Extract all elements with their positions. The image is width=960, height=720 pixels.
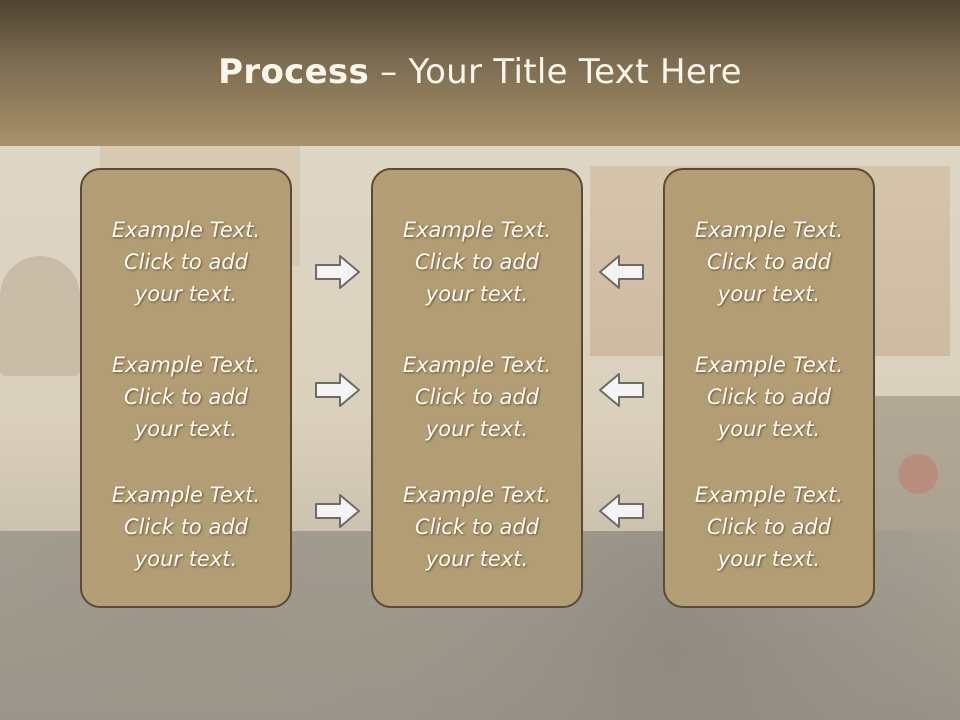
arrow-right-icon[interactable]: [314, 371, 362, 409]
text-line: your text.: [134, 417, 238, 441]
text-line: Example Text.: [402, 218, 552, 242]
arrow-left-icon[interactable]: [597, 371, 645, 409]
text-line: your text.: [717, 282, 821, 306]
text-placeholder[interactable]: Example Text. Click to add your text.: [373, 349, 581, 445]
title-bold: Process: [218, 52, 370, 92]
arrow-left-icon[interactable]: [597, 492, 645, 530]
text-placeholder[interactable]: Example Text. Click to add your text.: [373, 214, 581, 310]
text-line: Click to add: [414, 515, 539, 539]
text-line: your text.: [134, 282, 238, 306]
text-line: Example Text.: [694, 483, 844, 507]
process-box-right[interactable]: Example Text. Click to add your text. Ex…: [663, 168, 875, 608]
text-placeholder[interactable]: Example Text. Click to add your text.: [82, 214, 290, 310]
text-line: Click to add: [706, 250, 831, 274]
arrow-right-icon[interactable]: [314, 253, 362, 291]
text-placeholder[interactable]: Example Text. Click to add your text.: [82, 479, 290, 575]
text-line: Click to add: [123, 250, 248, 274]
text-line: Example Text.: [111, 218, 261, 242]
text-line: Example Text.: [111, 353, 261, 377]
produce-red: [898, 454, 938, 494]
text-line: Example Text.: [402, 353, 552, 377]
text-line: your text.: [717, 547, 821, 571]
title-band: Process – Your Title Text Here: [0, 0, 960, 146]
text-line: Click to add: [123, 385, 248, 409]
text-line: Click to add: [706, 515, 831, 539]
text-line: Example Text.: [111, 483, 261, 507]
text-line: Example Text.: [402, 483, 552, 507]
text-line: Click to add: [414, 250, 539, 274]
wall-decor: [0, 256, 80, 376]
text-line: your text.: [425, 417, 529, 441]
process-box-left[interactable]: Example Text. Click to add your text. Ex…: [80, 168, 292, 608]
text-line: your text.: [425, 547, 529, 571]
text-placeholder[interactable]: Example Text. Click to add your text.: [665, 214, 873, 310]
title-rest: – Your Title Text Here: [369, 52, 742, 92]
text-line: your text.: [134, 547, 238, 571]
text-placeholder[interactable]: Example Text. Click to add your text.: [82, 349, 290, 445]
text-line: Example Text.: [694, 218, 844, 242]
text-placeholder[interactable]: Example Text. Click to add your text.: [665, 479, 873, 575]
text-line: Click to add: [414, 385, 539, 409]
process-box-center[interactable]: Example Text. Click to add your text. Ex…: [371, 168, 583, 608]
text-line: Example Text.: [694, 353, 844, 377]
text-placeholder[interactable]: Example Text. Click to add your text.: [665, 349, 873, 445]
text-line: Click to add: [123, 515, 248, 539]
arrow-right-icon[interactable]: [314, 492, 362, 530]
slide-title[interactable]: Process – Your Title Text Here: [0, 52, 960, 92]
arrow-left-icon[interactable]: [597, 253, 645, 291]
text-placeholder[interactable]: Example Text. Click to add your text.: [373, 479, 581, 575]
text-line: your text.: [425, 282, 529, 306]
text-line: your text.: [717, 417, 821, 441]
text-line: Click to add: [706, 385, 831, 409]
